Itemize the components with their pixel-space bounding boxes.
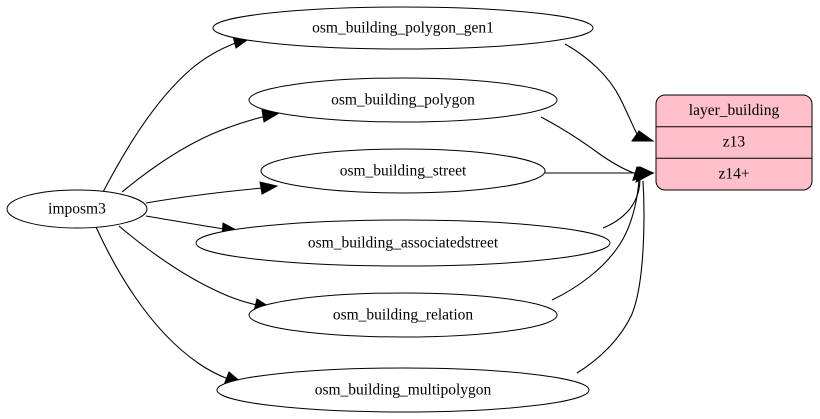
node-layer_building-row-z14plus[interactable]: z14+ [718, 166, 749, 183]
node-osm_building_relation-label: osm_building_relation [333, 307, 474, 324]
node-osm_building_polygon-label: osm_building_polygon [331, 92, 475, 109]
node-osm_building_polygon_gen1-shape[interactable] [212, 6, 594, 50]
node-osm_building_associatedstreet-shape[interactable] [195, 219, 611, 267]
node-layer_building-shape[interactable] [655, 94, 813, 191]
node-imposm3-label: imposm3 [48, 201, 106, 218]
node-osm_building_multipolygon[interactable]: osm_building_multipolygon [216, 367, 590, 413]
edge-group-tables-to-layer [540, 43, 655, 374]
node-osm_building_polygon_gen1-label: osm_building_polygon_gen1 [312, 20, 494, 37]
node-osm_building_street-shape[interactable] [260, 148, 546, 194]
node-osm_building_relation[interactable]: osm_building_relation [248, 292, 558, 338]
edge-imposm3-to-osm_building_polygon_gen1 [102, 35, 252, 193]
node-imposm3-shape[interactable] [6, 189, 148, 229]
node-osm_building_polygon_gen1[interactable]: osm_building_polygon_gen1 [212, 6, 594, 50]
edge-imposm3-to-osm_building_street [145, 181, 279, 204]
node-osm_building_relation-shape[interactable] [248, 292, 558, 338]
node-osm_building_multipolygon-label: osm_building_multipolygon [315, 382, 492, 399]
node-layer_building-row-title: layer_building [689, 102, 780, 119]
node-imposm3[interactable]: imposm3 [6, 189, 148, 229]
node-osm_building_polygon[interactable]: osm_building_polygon [248, 77, 558, 123]
node-layer_building-row-z13[interactable]: z13 [723, 134, 746, 151]
edge-osm_building_polygon_gen1-to-layer_building-z13 [564, 43, 655, 142]
node-layer_building[interactable]: layer_building z13 z14+ [655, 94, 813, 191]
edge-osm_building_multipolygon-to-layer_building-z14plus [576, 166, 655, 374]
node-osm_building_street[interactable]: osm_building_street [260, 148, 546, 194]
edge-imposm3-to-osm_building_polygon [121, 109, 281, 193]
node-osm_building_associatedstreet[interactable]: osm_building_associatedstreet [195, 219, 611, 267]
node-osm_building_polygon-shape[interactable] [248, 77, 558, 123]
node-osm_building_multipolygon-shape[interactable] [216, 367, 590, 413]
node-osm_building_associatedstreet-label: osm_building_associatedstreet [308, 235, 499, 252]
node-osm_building_street-label: osm_building_street [340, 163, 467, 180]
edge-osm_building_polygon-to-layer_building-z14plus [540, 116, 655, 181]
